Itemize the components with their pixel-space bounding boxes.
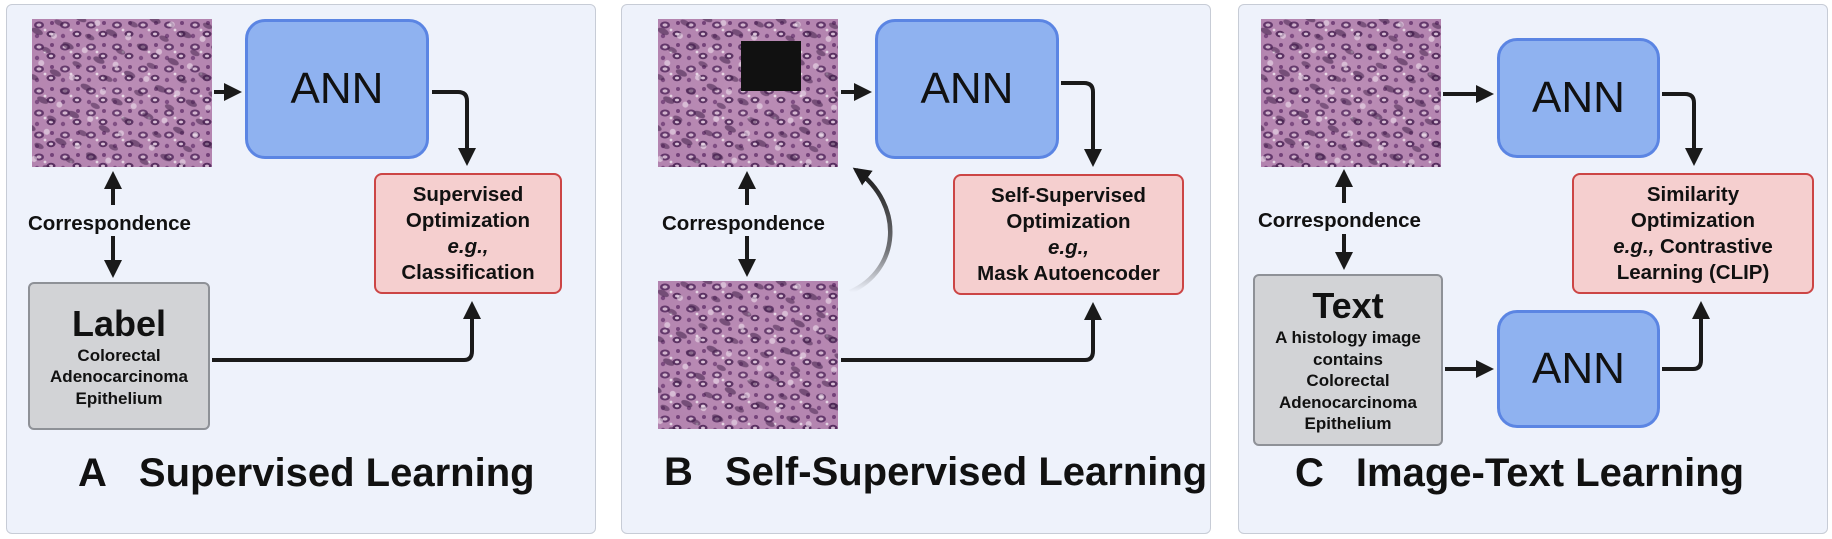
text-box-line: contains <box>1313 349 1383 369</box>
label-box-head: Label <box>71 302 167 344</box>
objective-box: Supervised Optimization e.g., Classifica… <box>374 173 562 294</box>
text-box-line: A histology image <box>1275 328 1421 348</box>
ann-box-text: ANN <box>1497 310 1660 428</box>
objective-line: Mask Autoencoder <box>977 261 1160 285</box>
mask-patch <box>741 41 801 91</box>
text-box-line: Epithelium <box>1304 414 1392 434</box>
ann-box: ANN <box>875 19 1059 159</box>
correspondence-label: Correspondence <box>1258 207 1421 235</box>
label-box: Label Colorectal Adenocarcinoma Epitheli… <box>28 282 210 430</box>
panel-title: B Self-Supervised Learning <box>664 450 1207 495</box>
text-box-head: Text <box>1312 285 1384 327</box>
ann-label: ANN <box>920 64 1014 113</box>
histology-image <box>1261 19 1441 167</box>
objective-example-rest: Contrastive <box>1654 234 1773 258</box>
objective-box: Similarity Optimization e.g., Contrastiv… <box>1572 173 1814 294</box>
objective-line: Supervised <box>412 182 524 206</box>
objective-line: Classification <box>401 260 535 284</box>
objective-example: e.g., <box>447 234 489 258</box>
panel-letter: A <box>78 451 107 495</box>
objective-line: e.g., Contrastive <box>1613 234 1773 260</box>
ann-label: ANN <box>1532 344 1625 393</box>
ann-box: ANN <box>245 19 429 159</box>
objective-line: Self-Supervised <box>991 183 1146 207</box>
objective-line: Learning (CLIP) <box>1616 260 1770 284</box>
panel-title: C Image-Text Learning <box>1295 451 1744 496</box>
correspondence-label: Correspondence <box>662 210 825 238</box>
objective-example: e.g., <box>1613 234 1655 258</box>
panel-title: A Supervised Learning <box>78 451 535 496</box>
ann-label: ANN <box>290 64 384 113</box>
ann-box-image: ANN <box>1497 38 1660 158</box>
panel-title-text: Image-Text Learning <box>1355 451 1745 495</box>
objective-line: Optimization <box>1006 209 1131 233</box>
objective-example: e.g., <box>1047 235 1089 259</box>
objective-line: Optimization <box>405 208 531 232</box>
correspondence-label: Correspondence <box>28 210 191 238</box>
objective-line: Similarity <box>1646 182 1740 206</box>
label-box-line: Adenocarcinoma <box>50 367 188 387</box>
objective-box: Self-Supervised Optimization e.g., Mask … <box>953 174 1184 295</box>
label-box-line: Epithelium <box>75 388 163 408</box>
histology-image <box>32 19 212 167</box>
objective-line: Optimization <box>1630 208 1756 232</box>
text-box: Text A histology image contains Colorect… <box>1253 274 1443 446</box>
panel-title-text: Self-Supervised Learning <box>724 450 1208 494</box>
label-box-line: Colorectal <box>77 345 161 365</box>
ann-label: ANN <box>1532 73 1625 122</box>
text-box-line: Colorectal <box>1306 371 1390 391</box>
text-box-line: Adenocarcinoma <box>1279 392 1417 412</box>
panel-letter: C <box>1295 451 1324 495</box>
panel-letter: B <box>664 450 693 494</box>
histology-image <box>658 281 838 429</box>
panel-title-text: Supervised Learning <box>138 451 535 495</box>
